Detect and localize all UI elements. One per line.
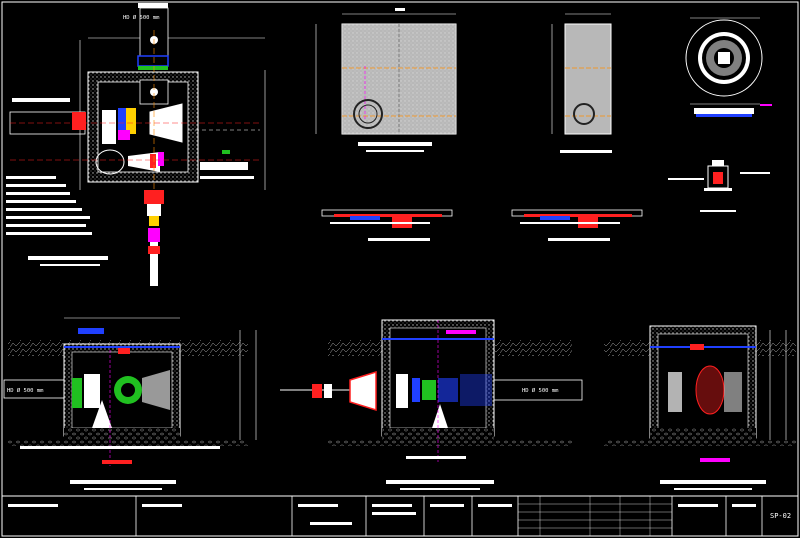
manhole-cover-detail bbox=[685, 17, 772, 117]
small-valve-detail bbox=[668, 160, 770, 212]
title-block: SP-02 bbox=[2, 495, 798, 536]
top-view-center bbox=[315, 8, 457, 152]
section-view-center: HD Ø 500 mm bbox=[280, 319, 583, 490]
pipe-top-label: HD Ø 500 mm bbox=[123, 14, 160, 21]
section-view-left: HD Ø 500 mm bbox=[3, 317, 257, 490]
pipe-right-label: HD Ø 500 mm bbox=[522, 387, 559, 394]
plan-view-top-left: HD Ø 500 mm bbox=[6, 3, 266, 286]
section-view-right bbox=[604, 325, 796, 490]
sheet-code: SP-02 bbox=[770, 512, 791, 520]
top-view-right bbox=[551, 13, 612, 153]
manhole-cover-icon bbox=[353, 99, 383, 129]
pipe-left-label: HD Ø 500 mm bbox=[7, 387, 44, 394]
mid-section-left bbox=[321, 209, 453, 241]
mid-section-right bbox=[511, 209, 643, 241]
